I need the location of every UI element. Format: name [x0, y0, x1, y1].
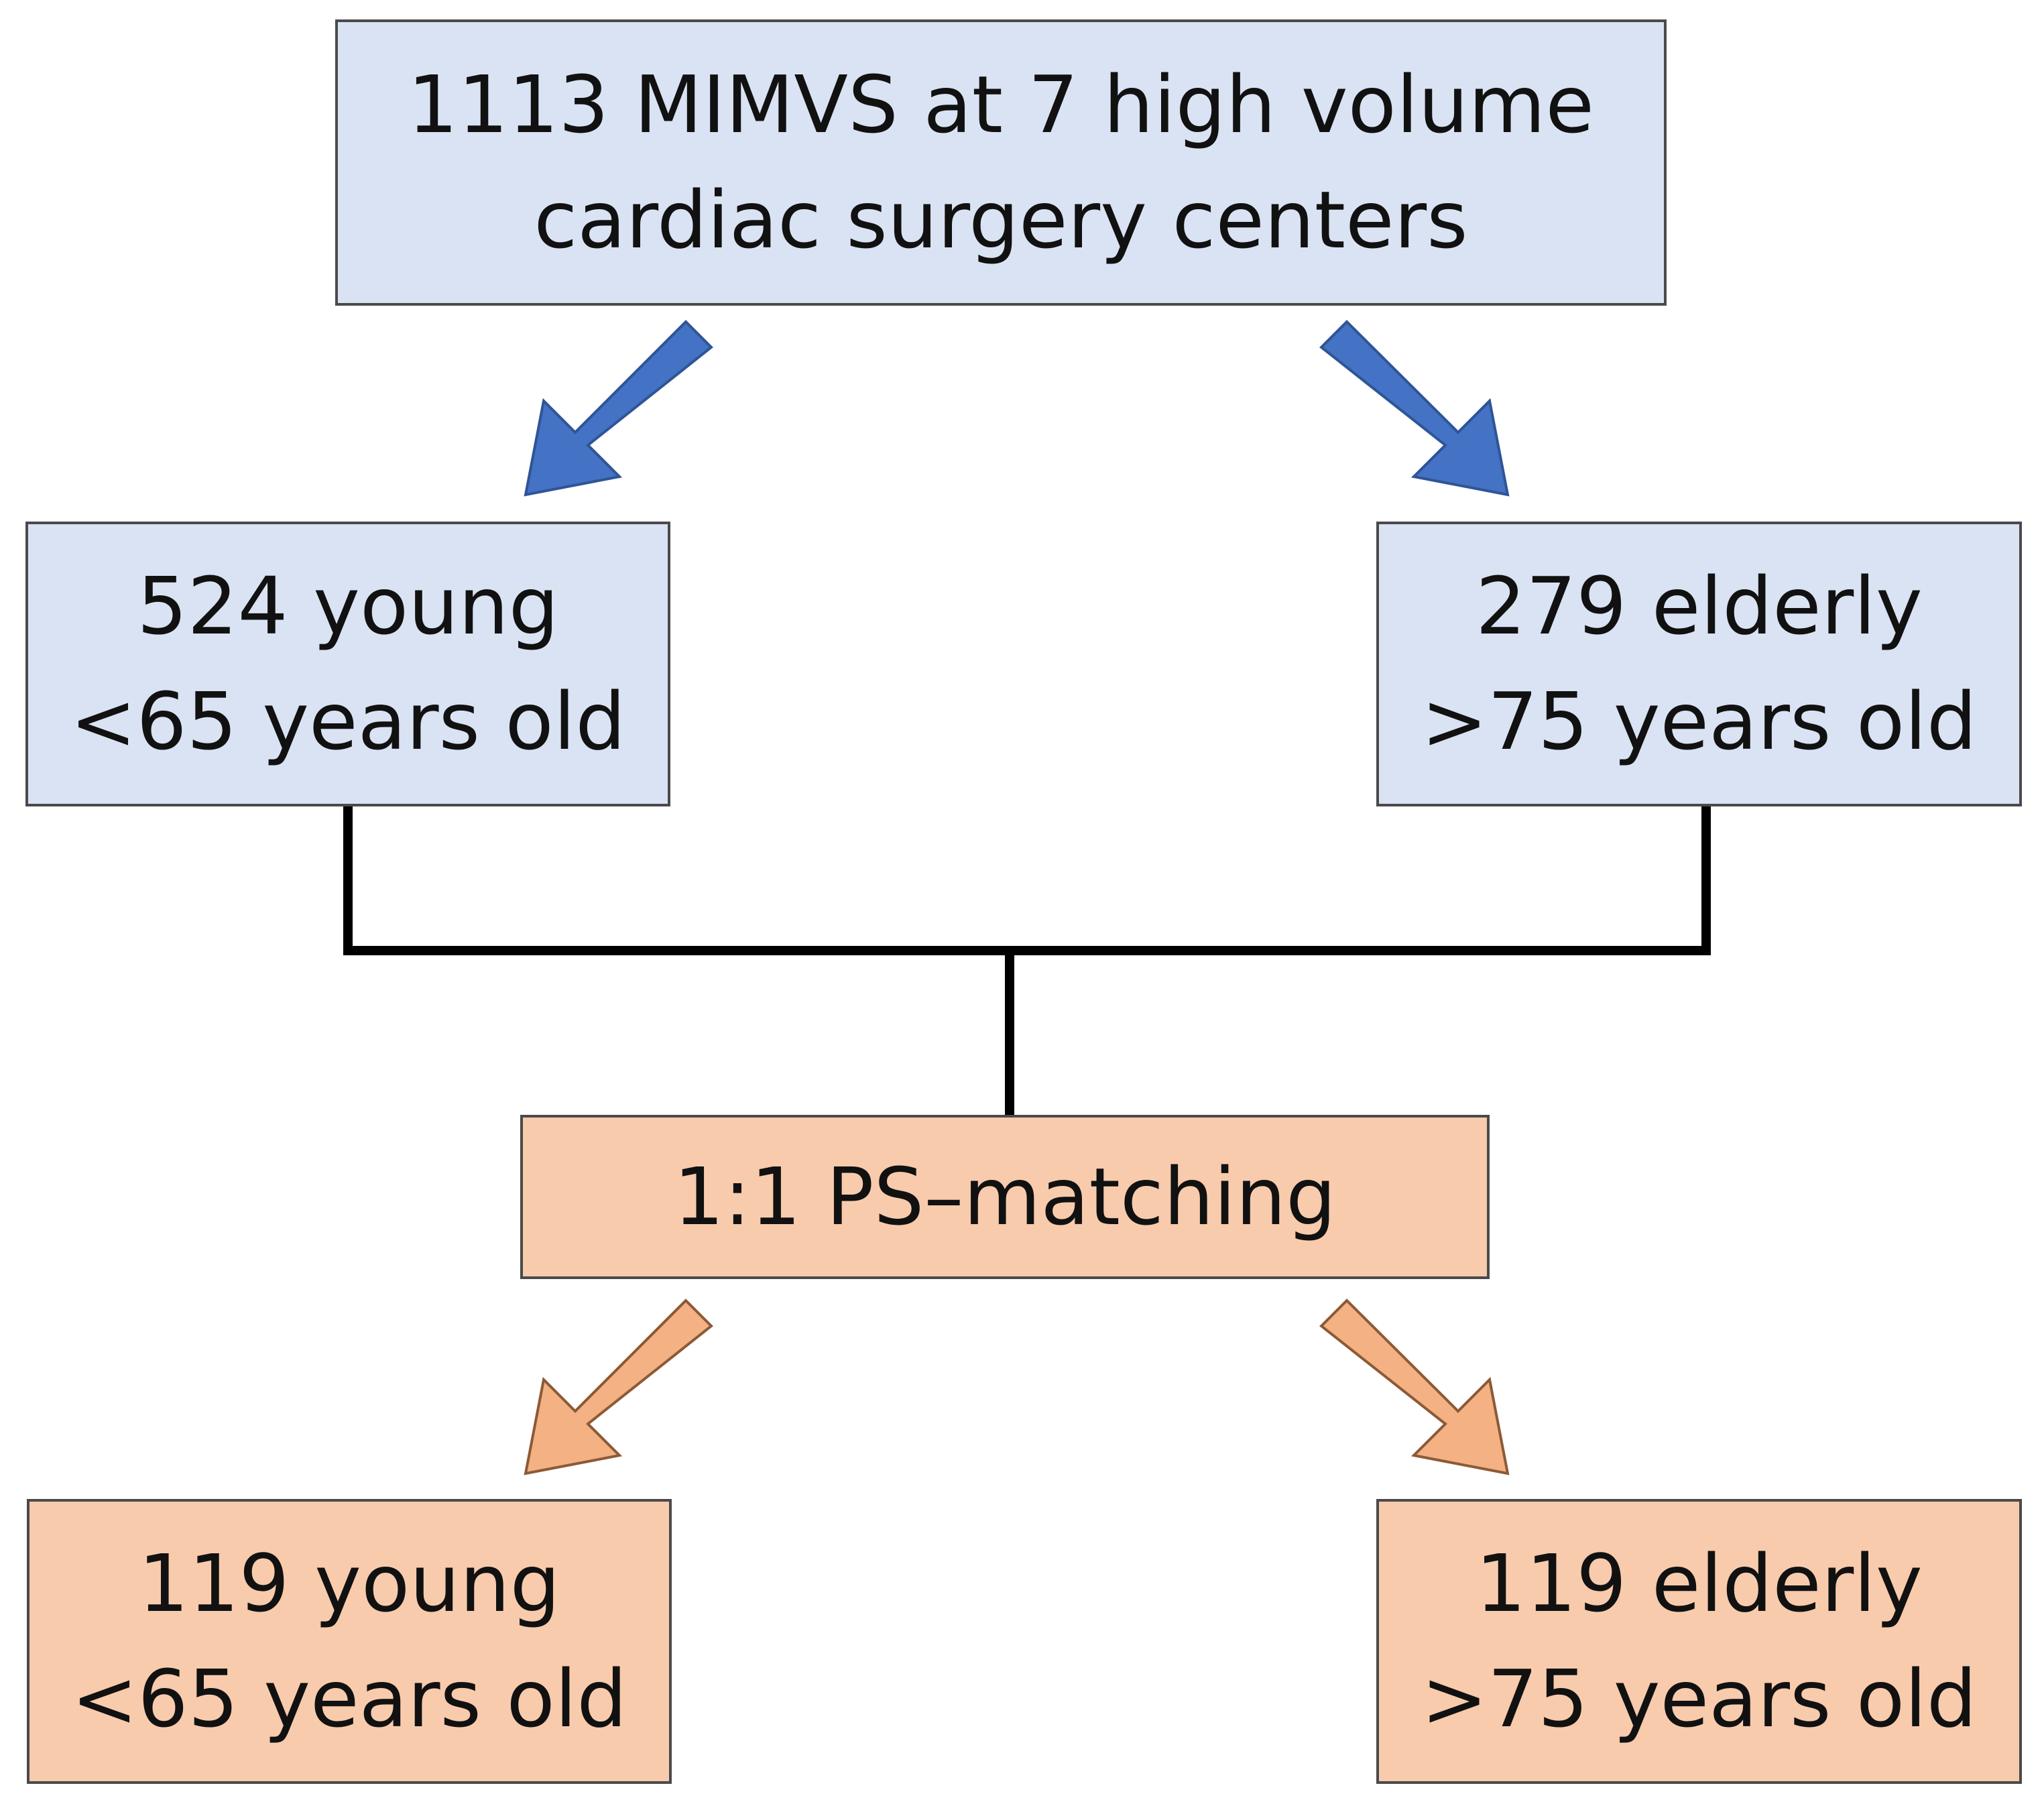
elderly-matched-count: 119 elderly — [1476, 1537, 1923, 1630]
elderly-group-age: >75 years old — [1421, 674, 1977, 768]
ps-matching-box: 1:1 PS–matching — [520, 1115, 1490, 1279]
arrow-matching-to-young — [524, 1299, 714, 1476]
elderly-group-count: 279 elderly — [1476, 560, 1923, 653]
cohort-total-line2: cardiac surgery centers — [534, 173, 1468, 266]
elderly-matched-age: >75 years old — [1421, 1652, 1977, 1745]
young-matched-count: 119 young — [138, 1537, 560, 1630]
merge-connector — [343, 802, 1711, 1120]
elderly-group-box: 279 elderly >75 years old — [1376, 522, 2022, 806]
cohort-total-box: 1113 MIMVS at 7 high volume cardiac surg… — [335, 19, 1667, 306]
young-group-box: 524 young <65 years old — [25, 522, 670, 806]
elderly-matched-box: 119 elderly >75 years old — [1376, 1499, 2022, 1784]
young-matched-age: <65 years old — [71, 1652, 627, 1745]
young-matched-box: 119 young <65 years old — [27, 1499, 672, 1784]
arrow-matching-to-elderly — [1319, 1299, 1510, 1476]
arrow-top-to-elderly — [1319, 320, 1510, 497]
cohort-total-line1: 1113 MIMVS at 7 high volume — [408, 58, 1594, 152]
arrow-top-to-young — [524, 320, 714, 497]
young-group-age: <65 years old — [70, 674, 626, 768]
young-group-count: 524 young — [137, 560, 559, 653]
ps-matching-label: 1:1 PS–matching — [673, 1150, 1337, 1243]
